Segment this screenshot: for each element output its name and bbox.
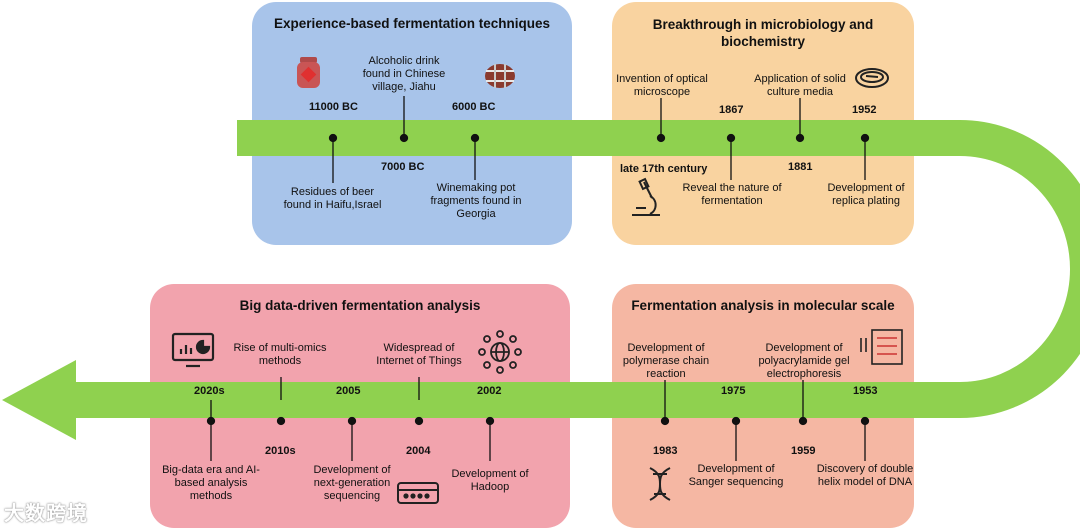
event-year-1881: 1881 <box>788 161 813 173</box>
event-year-17th-century: late 17th century <box>620 163 708 175</box>
event-description-1975: Development of Sanger sequencing <box>688 463 784 488</box>
event-year-2004: 2004 <box>406 445 431 457</box>
jar-icon <box>297 57 320 88</box>
event-description-6000bc: Winemaking pot fragments found in Georgi… <box>430 182 522 220</box>
petri-dish-icon <box>855 68 889 88</box>
event-description-1867: Reveal the nature of fermentation <box>682 182 782 207</box>
event-description-17th-century: Invention of optical microscope <box>616 73 708 98</box>
event-year-1952: 1952 <box>852 104 877 116</box>
event-year-1959: 1959 <box>791 445 816 457</box>
monitor-icon <box>171 332 215 368</box>
panel-title: Experience-based fermentation techniques <box>273 16 551 31</box>
microscope-icon <box>632 177 660 216</box>
event-description-2010s: Rise of multi-omics methods <box>233 342 327 367</box>
panel-title: Big data-driven fermentation analysis <box>239 298 481 313</box>
event-description-1952: Development of replica plating <box>827 182 905 207</box>
event-description-2005: Development of next-generation sequencin… <box>313 464 391 502</box>
sequencer-device-icon <box>397 482 439 504</box>
timeline-arrow <box>2 120 1080 440</box>
event-description-2020s: Big-data era and AI- based analysis meth… <box>162 464 260 502</box>
event-description-2002: Widespread of Internet of Things <box>376 342 462 367</box>
event-year-2020s: 2020s <box>194 385 225 397</box>
event-year-7000bc: 7000 BC <box>381 161 425 173</box>
event-description-1959: Development of polyacrylamide gel electr… <box>758 342 850 380</box>
event-description-1953: Discovery of double helix model of DNA <box>816 463 914 488</box>
event-description-7000bc: Alcoholic drink found in Chinese village… <box>362 55 446 93</box>
event-description-1983: Development of polymerase chain reaction <box>622 342 710 380</box>
panel-title: Fermentation analysis in molecular scale <box>631 298 895 313</box>
gel-electrophoresis-icon <box>860 329 903 365</box>
network-globe-icon <box>478 330 522 374</box>
event-year-1867: 1867 <box>719 104 744 116</box>
event-year-6000bc: 6000 BC <box>452 101 496 113</box>
dna-helix-icon <box>649 467 671 501</box>
event-year-2005: 2005 <box>336 385 361 397</box>
barrel-icon <box>485 64 515 88</box>
event-description-11000bc: Residues of beer found in Haifu,Israel <box>283 186 382 211</box>
event-description-1881: Application of solid culture media <box>754 73 846 98</box>
watermark: 大数跨境 <box>4 503 88 525</box>
event-description-2004: Development of Hadoop <box>451 468 529 493</box>
event-year-1983: 1983 <box>653 445 678 457</box>
event-year-1975: 1975 <box>721 385 746 397</box>
event-year-11000bc: 11000 BC <box>309 101 358 113</box>
panel-title: Breakthrough in microbiology and biochem… <box>652 17 874 49</box>
event-ticks <box>206 96 870 461</box>
event-year-2010s: 2010s <box>265 445 296 457</box>
event-year-2002: 2002 <box>477 385 502 397</box>
event-year-1953: 1953 <box>853 385 878 397</box>
